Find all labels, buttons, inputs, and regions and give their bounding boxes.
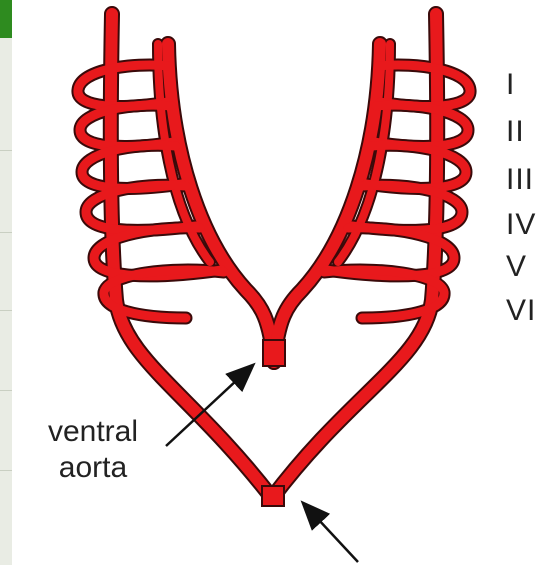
arch-label-1: I [506, 70, 515, 100]
ventral-aorta-label-line-1: ventral [28, 414, 158, 450]
ventral-aorta-cut-end [263, 340, 285, 366]
arch-label-2: II [506, 117, 525, 147]
arch-label-6: VI [506, 296, 536, 326]
ventral-aorta-label-line-2: aorta [28, 450, 158, 486]
arch-label-5: V [506, 252, 527, 282]
dorsal-aorta-cut-end [262, 486, 284, 506]
arch-label-3: III [506, 165, 534, 195]
arch-label-4: IV [506, 210, 536, 240]
dorsal-aorta-arrow [304, 504, 358, 562]
ventral-aorta-label: ventral aorta [28, 414, 158, 486]
